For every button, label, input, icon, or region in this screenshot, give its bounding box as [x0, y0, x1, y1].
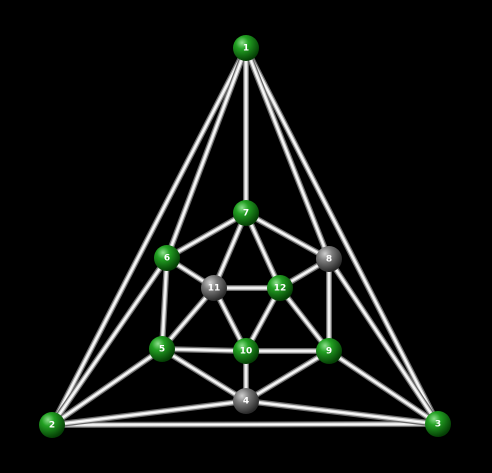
edge-7-8	[243, 210, 332, 262]
node-11: 11	[201, 275, 227, 301]
node-label-12: 12	[274, 284, 287, 294]
edge-1-8	[243, 45, 332, 262]
node-12: 12	[267, 275, 293, 301]
node-sphere-12	[267, 275, 293, 301]
node-label-11: 11	[208, 284, 221, 294]
node-sphere-10	[233, 338, 259, 364]
edges-layer	[49, 45, 441, 428]
edge-3-8	[326, 256, 441, 427]
edge-7-12	[243, 210, 283, 291]
node-label-1: 1	[243, 44, 249, 54]
edge-7-11	[211, 210, 249, 291]
edge-1-3	[243, 45, 441, 427]
node-6: 6	[154, 245, 180, 271]
node-sphere-9	[316, 338, 342, 364]
edge-2-4	[49, 398, 249, 428]
node-label-2: 2	[49, 421, 55, 431]
edge-5-10	[159, 346, 249, 354]
node-8: 8	[316, 246, 342, 272]
node-label-6: 6	[164, 254, 170, 264]
node-label-5: 5	[159, 345, 165, 355]
node-sphere-2	[39, 412, 65, 438]
node-9: 9	[316, 338, 342, 364]
node-sphere-11	[201, 275, 227, 301]
node-sphere-5	[149, 336, 175, 362]
node-sphere-4	[233, 388, 259, 414]
node-sphere-8	[316, 246, 342, 272]
node-sphere-3	[425, 411, 451, 437]
node-label-7: 7	[243, 209, 249, 219]
edge-5-4	[159, 346, 249, 404]
edge-12-9	[277, 285, 332, 354]
edge-9-4	[243, 348, 332, 404]
edge-7-6	[164, 210, 249, 261]
node-1: 1	[233, 35, 259, 61]
node-label-8: 8	[326, 255, 332, 265]
node-sphere-6	[154, 245, 180, 271]
node-2: 2	[39, 412, 65, 438]
node-7: 7	[233, 200, 259, 226]
edge-1-2	[49, 45, 249, 428]
node-10: 10	[233, 338, 259, 364]
node-sphere-7	[233, 200, 259, 226]
node-4: 4	[233, 388, 259, 414]
node-label-10: 10	[240, 347, 253, 357]
edge-3-4	[243, 398, 441, 427]
node-label-3: 3	[435, 420, 441, 430]
edge-6-5	[159, 255, 170, 352]
edge-3-9	[326, 348, 441, 427]
edge-2-3	[49, 421, 441, 428]
node-3: 3	[425, 411, 451, 437]
edge-1-6	[164, 45, 249, 261]
node-label-4: 4	[243, 397, 249, 407]
node-5: 5	[149, 336, 175, 362]
node-label-9: 9	[326, 347, 332, 357]
node-sphere-1	[233, 35, 259, 61]
edge-2-5	[49, 346, 165, 428]
edge-2-6	[49, 255, 170, 428]
edge-11-5	[159, 285, 217, 352]
